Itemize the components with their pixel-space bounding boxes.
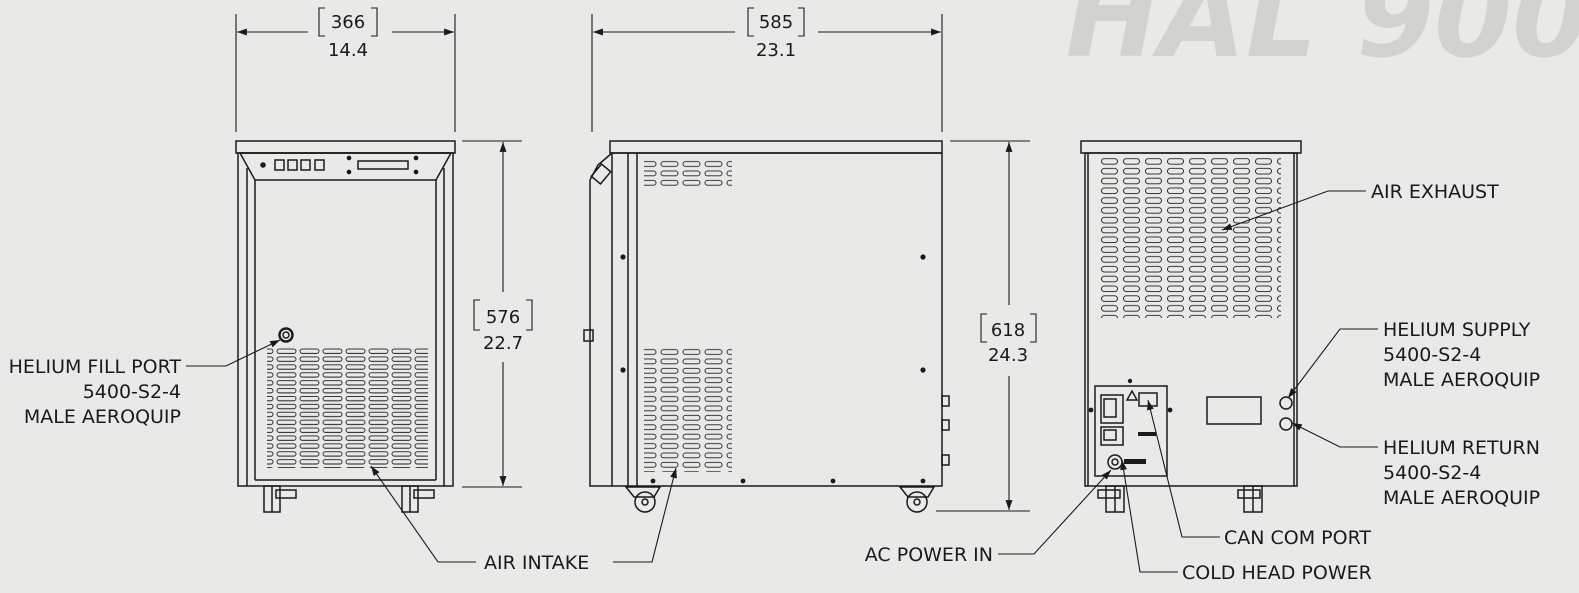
cold-head-power-connector xyxy=(1107,454,1123,470)
helium-fill-port-label: HELIUM FILL PORT xyxy=(9,356,182,378)
side-view xyxy=(583,140,950,513)
air-exhaust-label: AIR EXHAUST xyxy=(1371,181,1499,203)
front-width-mm: 366 xyxy=(331,12,365,33)
helium-supply-type: MALE AEROQUIP xyxy=(1383,369,1540,391)
helium-fill-port-type: MALE AEROQUIP xyxy=(24,406,181,428)
front-air-intake-vents xyxy=(267,347,428,468)
front-height-in: 22.7 xyxy=(483,333,523,354)
front-casters xyxy=(263,485,435,513)
helium-fill-port-part: 5400-S2-4 xyxy=(83,381,181,403)
rear-casters xyxy=(1097,485,1263,513)
side-width-mm: 585 xyxy=(759,12,793,33)
helium-fill-port-icon xyxy=(278,327,294,343)
rear-power-panel xyxy=(1094,385,1168,477)
helium-supply-label: HELIUM SUPPLY xyxy=(1383,319,1531,341)
helium-supply-part: 5400-S2-4 xyxy=(1383,344,1481,366)
side-upper-vents xyxy=(644,158,732,186)
helium-return-part: 5400-S2-4 xyxy=(1383,462,1481,484)
air-intake-label: AIR INTAKE xyxy=(484,552,589,574)
front-cabinet xyxy=(237,152,454,487)
rear-view xyxy=(1080,140,1302,513)
dimension-labels: 366 14.4 585 23.1 576 22.7 618 24.3 xyxy=(328,12,1028,366)
helium-supply-port-icon xyxy=(1279,396,1293,410)
can-com-port-label: CAN COM PORT xyxy=(1224,527,1371,549)
side-casters xyxy=(624,486,936,513)
side-height-mm: 618 xyxy=(991,320,1025,341)
callout-labels: HELIUM FILL PORT 5400-S2-4 MALE AEROQUIP… xyxy=(9,181,1541,584)
front-height-mm: 576 xyxy=(486,307,520,328)
side-height-in: 24.3 xyxy=(988,345,1028,366)
side-width-in: 23.1 xyxy=(756,40,796,61)
helium-return-type: MALE AEROQUIP xyxy=(1383,487,1540,509)
front-control-panel xyxy=(238,152,453,181)
rear-label-plate xyxy=(1206,396,1262,425)
front-width-in: 14.4 xyxy=(328,40,368,61)
watermark-logo: HAL 900 xyxy=(1065,0,1579,83)
side-cabinet xyxy=(611,152,943,487)
leader-lines xyxy=(186,190,1378,573)
front-top-plate xyxy=(235,140,456,154)
dimension-lines xyxy=(235,7,1037,512)
rear-exhaust-vents xyxy=(1101,158,1281,318)
front-display-buttons xyxy=(260,155,419,175)
side-top-plate xyxy=(609,140,943,154)
callout-helium-return: HELIUM RETURN 5400-S2-4 MALE AEROQUIP xyxy=(1383,437,1540,509)
side-screws xyxy=(620,254,926,484)
callout-helium-fill-port: HELIUM FILL PORT 5400-S2-4 MALE AEROQUIP xyxy=(9,356,182,428)
front-view xyxy=(235,140,456,513)
helium-return-label: HELIUM RETURN xyxy=(1383,437,1540,459)
cold-head-power-label: COLD HEAD POWER xyxy=(1182,562,1372,584)
side-lower-vents xyxy=(644,348,732,472)
callout-helium-supply: HELIUM SUPPLY 5400-S2-4 MALE AEROQUIP xyxy=(1383,319,1540,391)
rear-cabinet xyxy=(1084,152,1298,487)
rear-top-plate xyxy=(1080,140,1302,154)
can-com-port-icon xyxy=(1138,392,1158,407)
ac-power-in-label: AC POWER IN xyxy=(865,544,993,566)
helium-return-port-icon xyxy=(1279,417,1293,431)
